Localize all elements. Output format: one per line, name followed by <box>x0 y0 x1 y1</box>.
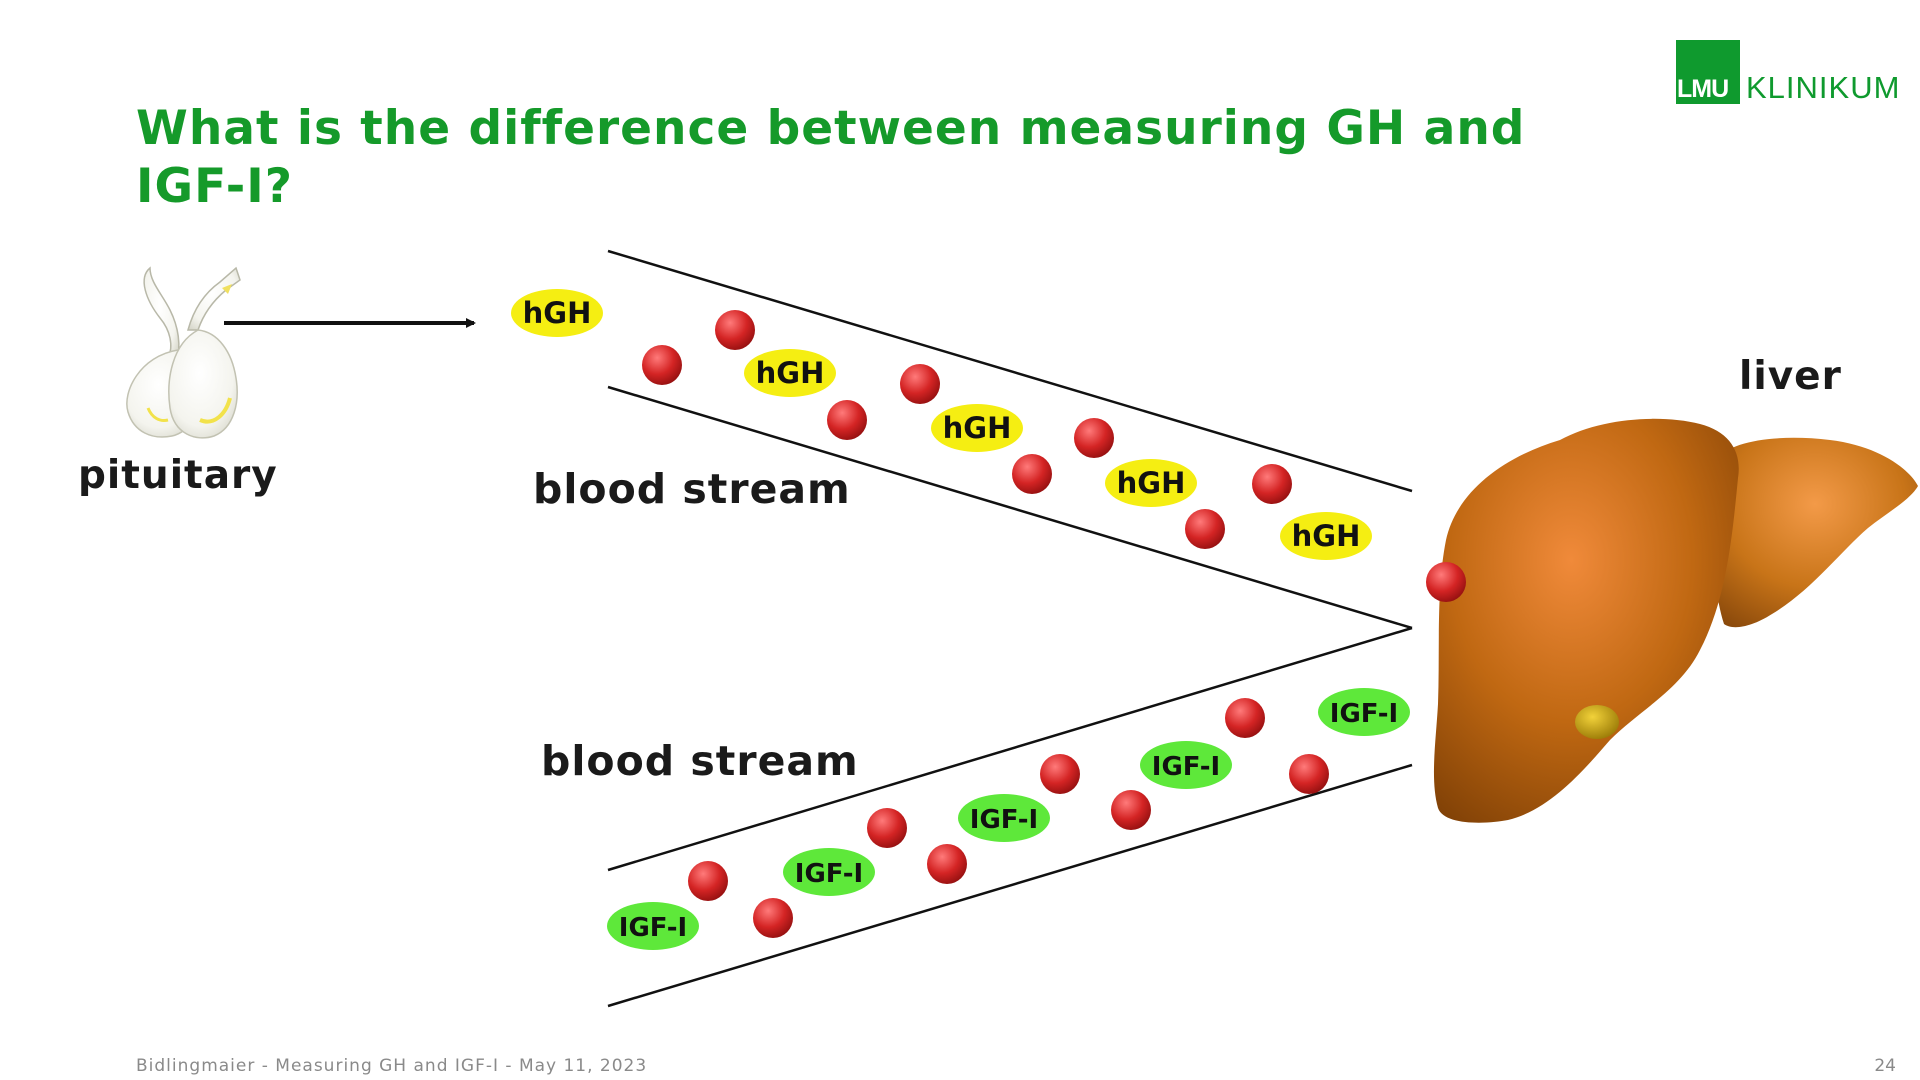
hgh-molecule: hGH <box>511 289 603 337</box>
red-blood-cell <box>867 808 907 848</box>
liver-illustration <box>1433 418 1918 823</box>
upper-vessel-bottom-wall <box>607 385 1413 630</box>
lower-vessel-top-wall <box>607 626 1413 872</box>
hgh-molecule-label: hGH <box>756 356 825 390</box>
red-blood-cell <box>1040 754 1080 794</box>
igf-molecule-shape <box>958 794 1050 842</box>
red-blood-cell <box>1426 562 1466 602</box>
red-blood-cell <box>642 345 682 385</box>
hgh-molecule-shape <box>1280 512 1372 560</box>
igf-molecule: IGF-I <box>958 794 1050 842</box>
liver-label: liver <box>1739 354 1842 399</box>
red-blood-cell <box>688 861 728 901</box>
hgh-molecule: hGH <box>1105 459 1197 507</box>
red-blood-cell <box>1012 454 1052 494</box>
hgh-molecule: hGH <box>1280 512 1372 560</box>
hgh-molecule-shape <box>511 289 603 337</box>
lmu-klinikum-logo: LMU KLINIKUM <box>1676 40 1900 104</box>
pituitary-gland-illustration <box>126 266 241 439</box>
logo-text: KLINIKUM <box>1746 70 1901 105</box>
red-blood-cell <box>1252 464 1292 504</box>
molecules: hGH hGH hGH hGH hGH IGF-I IGF-I IGF-I IGF-I IGF-I <box>511 289 1410 950</box>
hgh-molecule-shape <box>1105 459 1197 507</box>
red-blood-cell <box>1074 418 1114 458</box>
pituitary-label: pituitary <box>78 453 278 498</box>
red-blood-cells <box>642 310 1466 938</box>
hgh-molecule-shape <box>744 349 836 397</box>
gallbladder <box>1575 705 1619 739</box>
igf-molecule-label: IGF-I <box>1152 752 1220 782</box>
igf-molecule-label: IGF-I <box>619 913 687 943</box>
red-blood-cell <box>1289 754 1329 794</box>
igf-molecule: IGF-I <box>607 902 699 950</box>
upper-vessel-top-wall <box>607 249 1413 493</box>
red-blood-cell <box>900 364 940 404</box>
hgh-molecule-label: hGH <box>523 296 592 330</box>
slide-footer: Bidlingmaier - Measuring GH and IGF-I - … <box>136 1056 648 1076</box>
red-blood-cell <box>927 844 967 884</box>
red-blood-cell <box>1185 509 1225 549</box>
page-number: 24 <box>1874 1056 1896 1076</box>
red-blood-cell <box>753 898 793 938</box>
hgh-molecule-label: hGH <box>1292 519 1361 553</box>
hgh-molecule-label: hGH <box>1117 466 1186 500</box>
slide-title: What is the difference between measuring… <box>136 101 1526 214</box>
hgh-molecule-shape <box>931 404 1023 452</box>
igf-molecule: IGF-I <box>783 848 875 896</box>
blood-stream-label-upper: blood stream <box>533 465 851 513</box>
blood-stream-label-lower: blood stream <box>541 737 859 785</box>
hgh-molecule-label: hGH <box>943 411 1012 445</box>
red-blood-cell <box>827 400 867 440</box>
igf-molecule-shape <box>607 902 699 950</box>
igf-molecule-label: IGF-I <box>1330 699 1398 729</box>
logo-box: LMU <box>1676 40 1740 104</box>
igf-molecule-label: IGF-I <box>795 859 863 889</box>
hgh-molecule: hGH <box>744 349 836 397</box>
red-blood-cell <box>1225 698 1265 738</box>
igf-molecule-shape <box>1140 741 1232 789</box>
red-blood-cell <box>715 310 755 350</box>
igf-molecule-shape <box>783 848 875 896</box>
igf-molecule: IGF-I <box>1318 688 1410 736</box>
igf-molecule-shape <box>1318 688 1410 736</box>
red-blood-cell <box>1111 790 1151 830</box>
lower-vessel-bottom-wall <box>607 763 1413 1008</box>
hgh-molecule: hGH <box>931 404 1023 452</box>
igf-molecule: IGF-I <box>1140 741 1232 789</box>
logo-box-text: LMU <box>1677 75 1729 103</box>
igf-molecule-label: IGF-I <box>970 805 1038 835</box>
